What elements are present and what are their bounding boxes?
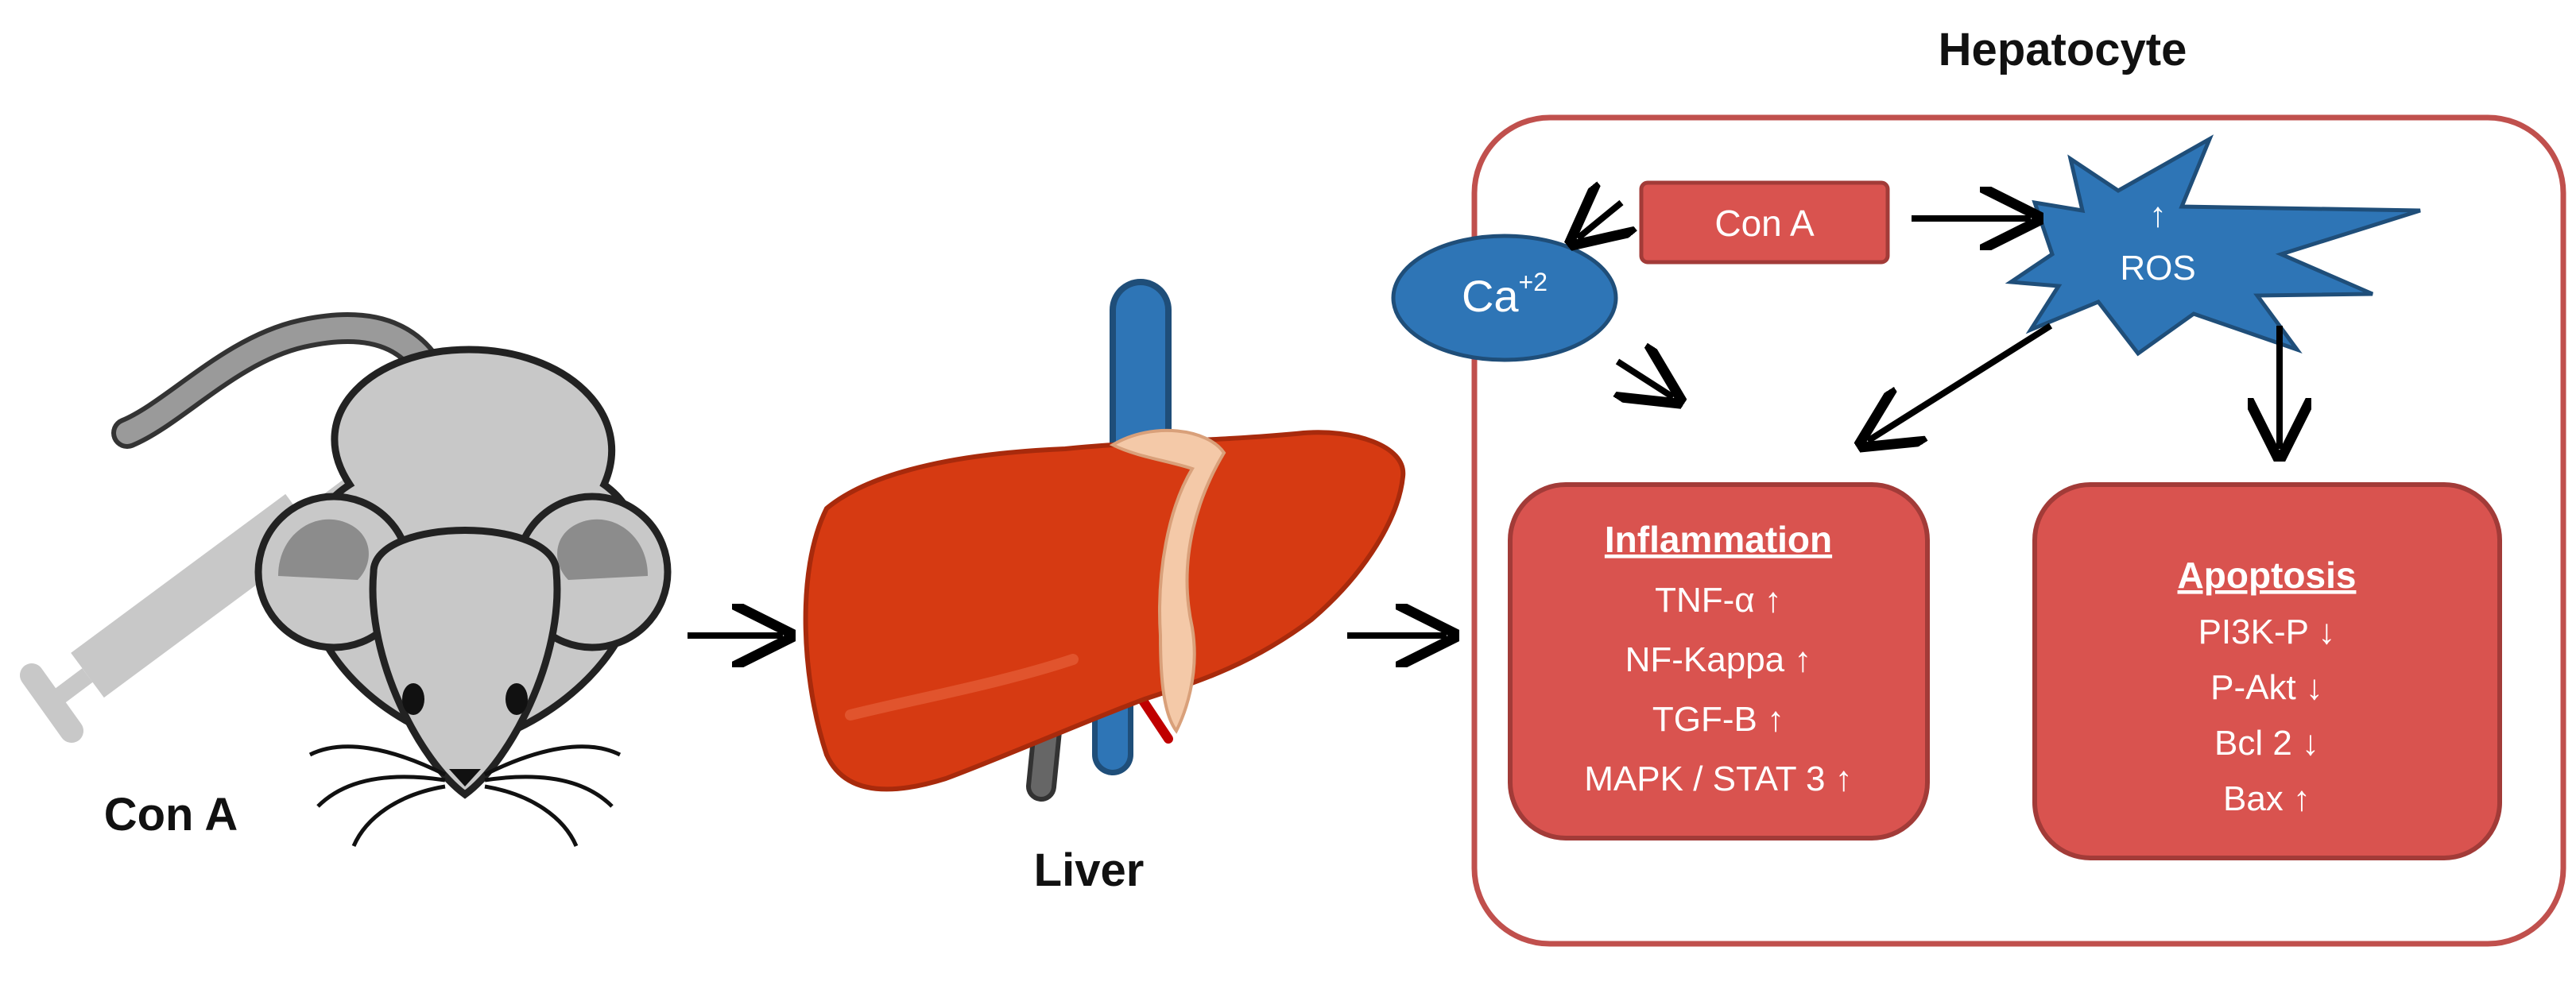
inflammation-box: Inflammation TNF-α ↑ NF-Kappa ↑ TGF-B ↑ … [1508, 482, 1930, 840]
con-a-box: Con A [1639, 180, 1890, 265]
calcium-symbol: Ca [1462, 271, 1519, 321]
inflammation-item: TGF-B ↑ [1652, 700, 1784, 739]
arrow-con-a-to-calcium [1578, 203, 1621, 238]
mouse-caption: Con A [104, 789, 238, 840]
arrow-ros-to-inflammation [1868, 323, 2053, 441]
hepatocyte-title: Hepatocyte [1939, 24, 2187, 75]
calcium-node: Ca+2 [1391, 234, 1618, 362]
apoptosis-title: Apoptosis [2178, 555, 2357, 596]
apoptosis-item: PI3K-P ↓ [2198, 612, 2336, 651]
inflammation-title: Inflammation [1605, 519, 1832, 560]
apoptosis-item: Bcl 2 ↓ [2214, 724, 2319, 763]
arrow-calcium-to-inflammation [1617, 361, 1673, 397]
inflammation-item: TNF-α ↑ [1655, 581, 1782, 620]
svg-text:Ca+2: Ca+2 [1462, 268, 1548, 321]
mouse-illustration [20, 312, 672, 847]
liver-illustration [803, 279, 1406, 802]
ros-starburst [2005, 134, 2421, 357]
ros-node: ↑ ROS [2005, 134, 2421, 357]
ros-label: ROS [2120, 249, 2195, 288]
inflammation-item: MAPK / STAT 3 ↑ [1584, 759, 1852, 798]
apoptosis-item: Bax ↑ [2223, 779, 2311, 818]
ros-arrow: ↑ [2149, 195, 2167, 234]
liver-caption: Liver [1034, 844, 1145, 896]
inflammation-item: NF-Kappa ↑ [1625, 640, 1812, 679]
calcium-charge: +2 [1519, 268, 1548, 296]
con-a-box-label: Con A [1714, 203, 1815, 244]
apoptosis-box: Apoptosis PI3K-P ↓ P-Akt ↓ Bcl 2 ↓ Bax ↑ [2032, 482, 2502, 860]
apoptosis-item: P-Akt ↓ [2210, 668, 2323, 707]
hepatocyte-cell-outline [1471, 114, 2566, 947]
